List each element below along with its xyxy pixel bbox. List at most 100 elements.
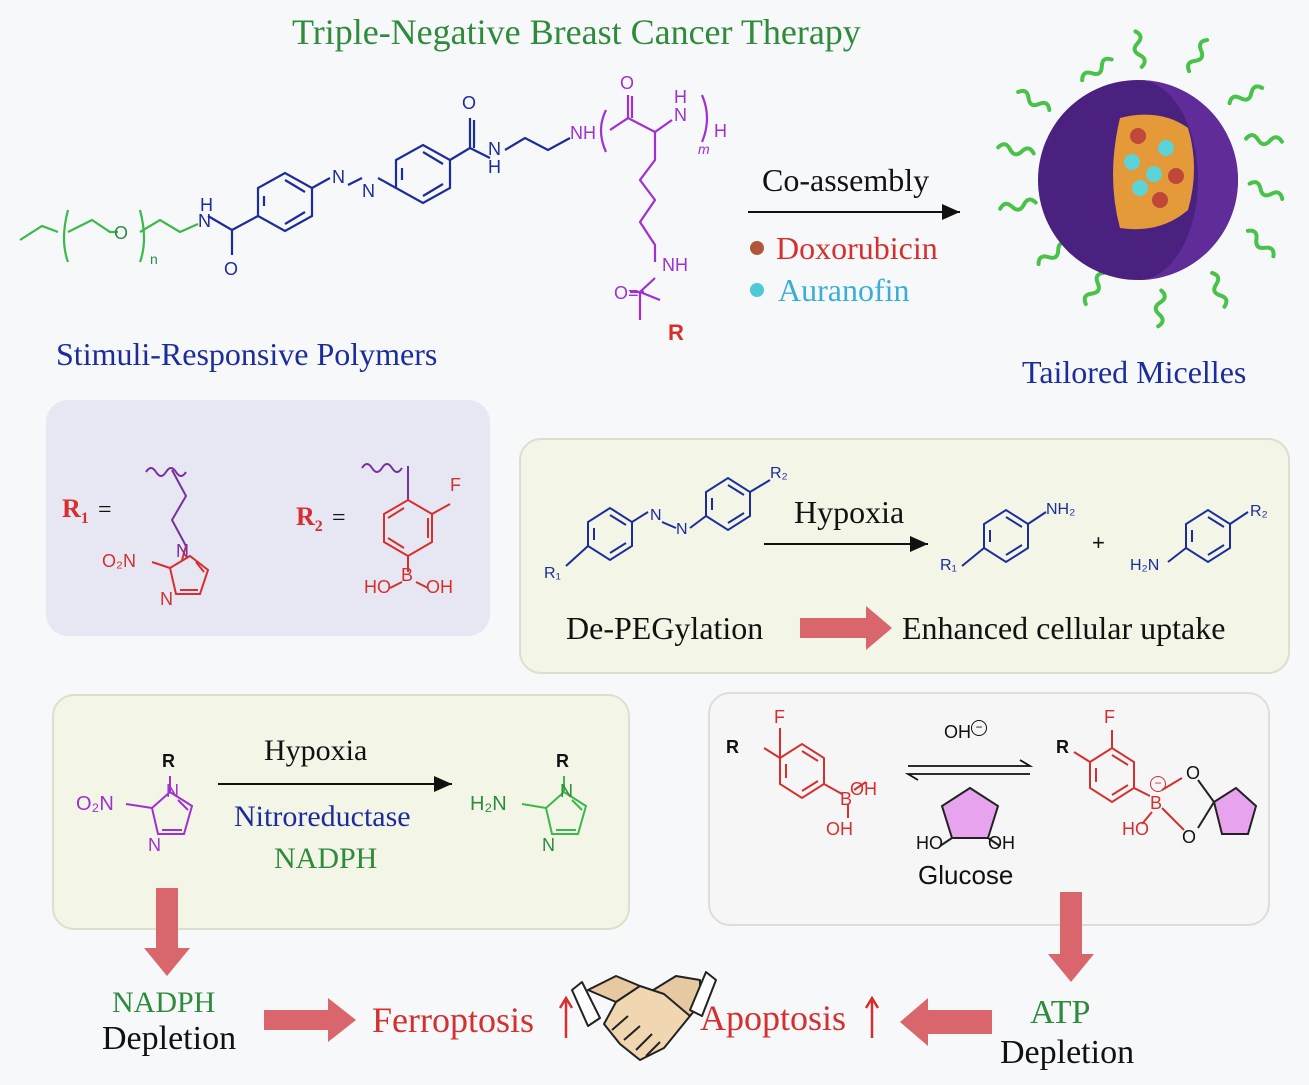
ester-f-label: F xyxy=(1104,707,1115,727)
polylysine-backbone xyxy=(599,94,709,320)
boron-r-label: R xyxy=(726,737,739,757)
ester-negative-charge: − xyxy=(1150,776,1166,792)
amide-n-label: N xyxy=(198,211,211,231)
figure-title: Triple-Negative Breast Cancer Therapy xyxy=(292,12,861,52)
depegylation-label: De-PEGylation xyxy=(566,610,764,646)
doxorubicin-label: Doxorubicin xyxy=(776,230,938,266)
auranofin-label: Auranofin xyxy=(778,272,910,308)
micelle xyxy=(996,29,1285,329)
sidechain-o-label: O= xyxy=(614,283,639,303)
lysine-m-subscript: m xyxy=(698,141,710,157)
boronate-ester-product xyxy=(1073,730,1185,831)
amide-o-label: O xyxy=(224,259,239,279)
glucose-ho-label: HO xyxy=(916,833,943,853)
plus-sign: + xyxy=(1092,530,1105,555)
r-groups-panel xyxy=(46,400,490,636)
arrow-to-apoptosis xyxy=(900,998,992,1046)
nitro-o2n-label: O₂N xyxy=(76,793,114,815)
boron-f-label: F xyxy=(774,707,785,727)
ester-o1-label: O xyxy=(1186,763,1201,783)
amide2-h-label: H xyxy=(488,157,501,177)
r1-imidazole xyxy=(151,545,210,595)
sidechain-r-label: R xyxy=(668,320,684,345)
azo-n2-label: N xyxy=(362,181,375,201)
nitroimidazole-reactant xyxy=(125,776,194,835)
ester-b-label: B xyxy=(1150,793,1163,813)
apoptosis-label: Apoptosis xyxy=(700,998,847,1038)
lysine-h-end: H xyxy=(714,121,727,141)
equilibrium-arrows xyxy=(904,759,1034,781)
sidechain-nh-label: NH xyxy=(662,255,688,275)
amino-n1-label: N xyxy=(560,781,573,801)
lysine-o-label: O xyxy=(620,73,635,93)
hydroxide-label: OH− xyxy=(944,720,987,741)
coassembly-label: Co-assembly xyxy=(762,162,930,198)
aniline2-r2-label: R₂ xyxy=(1250,503,1268,520)
nadph-depletion-sub: Depletion xyxy=(102,1020,237,1057)
r2-b-label: B xyxy=(401,565,414,585)
r2-f-label: F xyxy=(450,475,461,495)
aniline-2 xyxy=(1167,508,1249,564)
polymers-label: Stimuli-Responsive Polymers xyxy=(56,336,438,372)
boron-b-label: B xyxy=(840,789,853,809)
amide-h-label: H xyxy=(200,195,213,215)
peg-n-subscript: n xyxy=(150,251,158,267)
azo-reactant xyxy=(565,476,771,567)
r2-label: R2 xyxy=(296,502,323,536)
boronic-reactant xyxy=(763,728,867,818)
ferroptosis-up-arrow xyxy=(558,995,574,1038)
azobenzene-linker xyxy=(207,118,571,255)
glucose-hydroxyls xyxy=(939,837,1001,847)
r2-phenyl xyxy=(383,498,451,589)
arrow-to-ferroptosis xyxy=(264,998,356,1042)
ferroptosis-label: Ferroptosis xyxy=(372,1000,534,1040)
peg-chain xyxy=(19,209,199,263)
handshake-icon xyxy=(571,971,717,1061)
r1-label: R1 xyxy=(62,494,89,528)
peg-o-label: O xyxy=(114,223,129,243)
lysine-nh-label: NH xyxy=(570,123,596,143)
aniline1-nh2-label: NH₂ xyxy=(1046,501,1076,518)
amide2-o-label: O xyxy=(462,93,477,113)
azo-hypoxia-label: Hypoxia xyxy=(794,494,905,530)
azo-n2-label-2: N xyxy=(676,521,688,538)
azo-cleavage-panel xyxy=(519,438,1290,674)
azo-r1-label: R₁ xyxy=(544,565,561,582)
r1-o2n-label: O₂N xyxy=(102,551,136,571)
ester-ho-label: HO xyxy=(1122,819,1149,839)
r1-n-label: N xyxy=(176,541,189,561)
aniline-1 xyxy=(961,508,1047,567)
azo-r2-label: R₂ xyxy=(770,465,788,482)
r2-oh-label: OH xyxy=(426,577,453,597)
nitro-hypoxia-label: Hypoxia xyxy=(264,734,368,767)
r2-ho-label: HO xyxy=(364,577,391,597)
amide2-n-label: N xyxy=(488,139,501,159)
glucose-label: Glucose xyxy=(918,860,1014,890)
lysine-n-label: N xyxy=(674,105,687,125)
auranofin-dot xyxy=(750,283,764,297)
aminoimidazole-product xyxy=(521,776,588,835)
micelles-label: Tailored Micelles xyxy=(1022,354,1247,390)
nadph-cofactor-label: NADPH xyxy=(274,842,378,875)
depegylation-arrow xyxy=(800,606,892,650)
glucose-oh-label: OH xyxy=(988,833,1015,853)
aniline2-h2n-label: H₂N xyxy=(1130,557,1160,574)
boron-oh1-label: OH xyxy=(850,779,877,799)
enhanced-uptake-label: Enhanced cellular uptake xyxy=(902,610,1226,646)
r2-equals: = xyxy=(332,505,346,531)
fused-cyclopentane xyxy=(1212,786,1258,835)
nitro-n1-label: N xyxy=(166,781,179,801)
lysine-h-top: H xyxy=(674,87,687,107)
nitroimidazole-panel xyxy=(52,694,630,930)
boron-oh2-label: OH xyxy=(826,819,853,839)
ester-o2-label: O xyxy=(1182,827,1197,847)
r1-equals: = xyxy=(98,497,112,523)
down-arrow-atp xyxy=(1048,892,1094,982)
nitro-r-label: R xyxy=(162,751,175,771)
ester-r-label: R xyxy=(1056,737,1069,757)
azo-n1-label-2: N xyxy=(650,507,662,524)
boronate-ring xyxy=(1197,779,1216,829)
nitroreductase-label: Nitroreductase xyxy=(234,800,411,833)
